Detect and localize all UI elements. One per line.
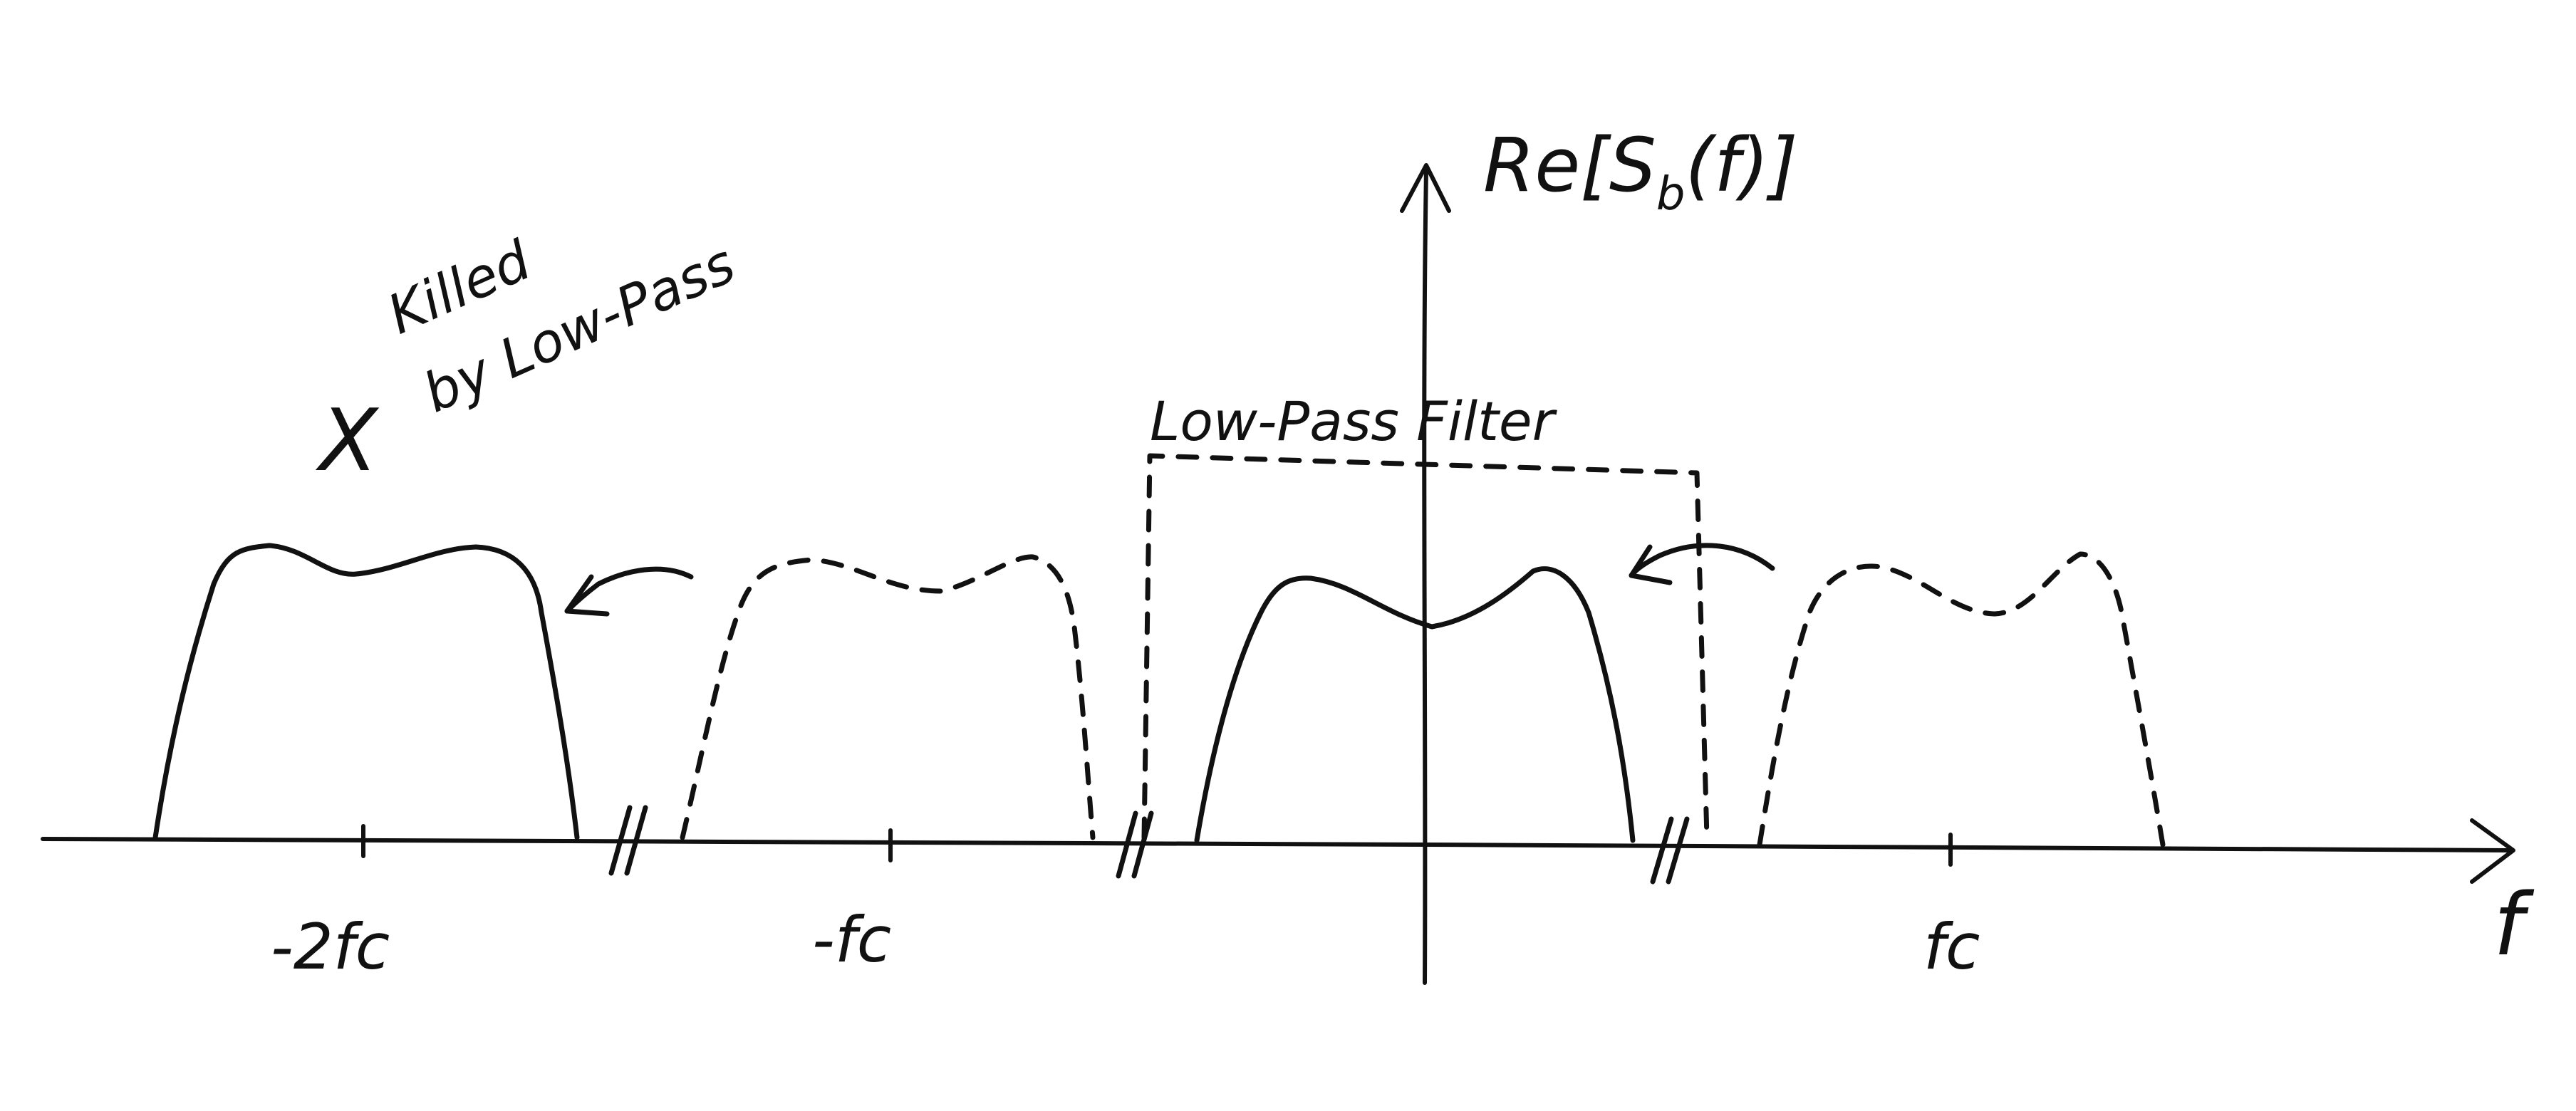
shift-arrow-left-head xyxy=(564,574,610,617)
tick-label-neg-2fc: -2fc xyxy=(271,910,390,984)
amplitude-axis-label-main: Re[S xyxy=(1483,122,1656,209)
amplitude-axis-label-subscript: b xyxy=(1656,168,1686,221)
amplitude-axis xyxy=(1422,167,1428,985)
axis-break-right xyxy=(1650,816,1690,885)
low-pass-filter-box xyxy=(1141,453,1710,840)
low-pass-filter-label: Low-Pass Filter xyxy=(1150,390,1558,453)
cross-mark: X xyxy=(315,392,380,491)
tick-label-fc: fc xyxy=(1923,910,1980,984)
axis-break-middle xyxy=(1116,810,1154,879)
frequency-axis-label: f xyxy=(2493,876,2535,975)
tick-label-neg-fc: -fc xyxy=(812,903,891,976)
amplitude-axis-label-tail: (f)] xyxy=(1685,122,1797,209)
amplitude-axis-arrowhead xyxy=(1400,163,1451,213)
frequency-axis xyxy=(41,837,2510,852)
spectrum-lobe-neg-fc-dashed xyxy=(680,554,1096,840)
spectrum-lobe-neg-2fc xyxy=(152,543,580,840)
spectrum-lobe-baseband xyxy=(1194,566,1636,843)
axis-break-left xyxy=(608,805,648,876)
shift-arrow-right-head xyxy=(1629,544,1673,585)
frequency-axis-arrowhead xyxy=(2470,818,2515,884)
spectrum-lobe-fc-dashed xyxy=(1757,551,2166,847)
shift-arrow-left xyxy=(564,566,694,614)
shift-arrow-right xyxy=(1629,543,1775,578)
amplitude-axis-label: Re[Sb(f)] xyxy=(1483,122,1798,221)
